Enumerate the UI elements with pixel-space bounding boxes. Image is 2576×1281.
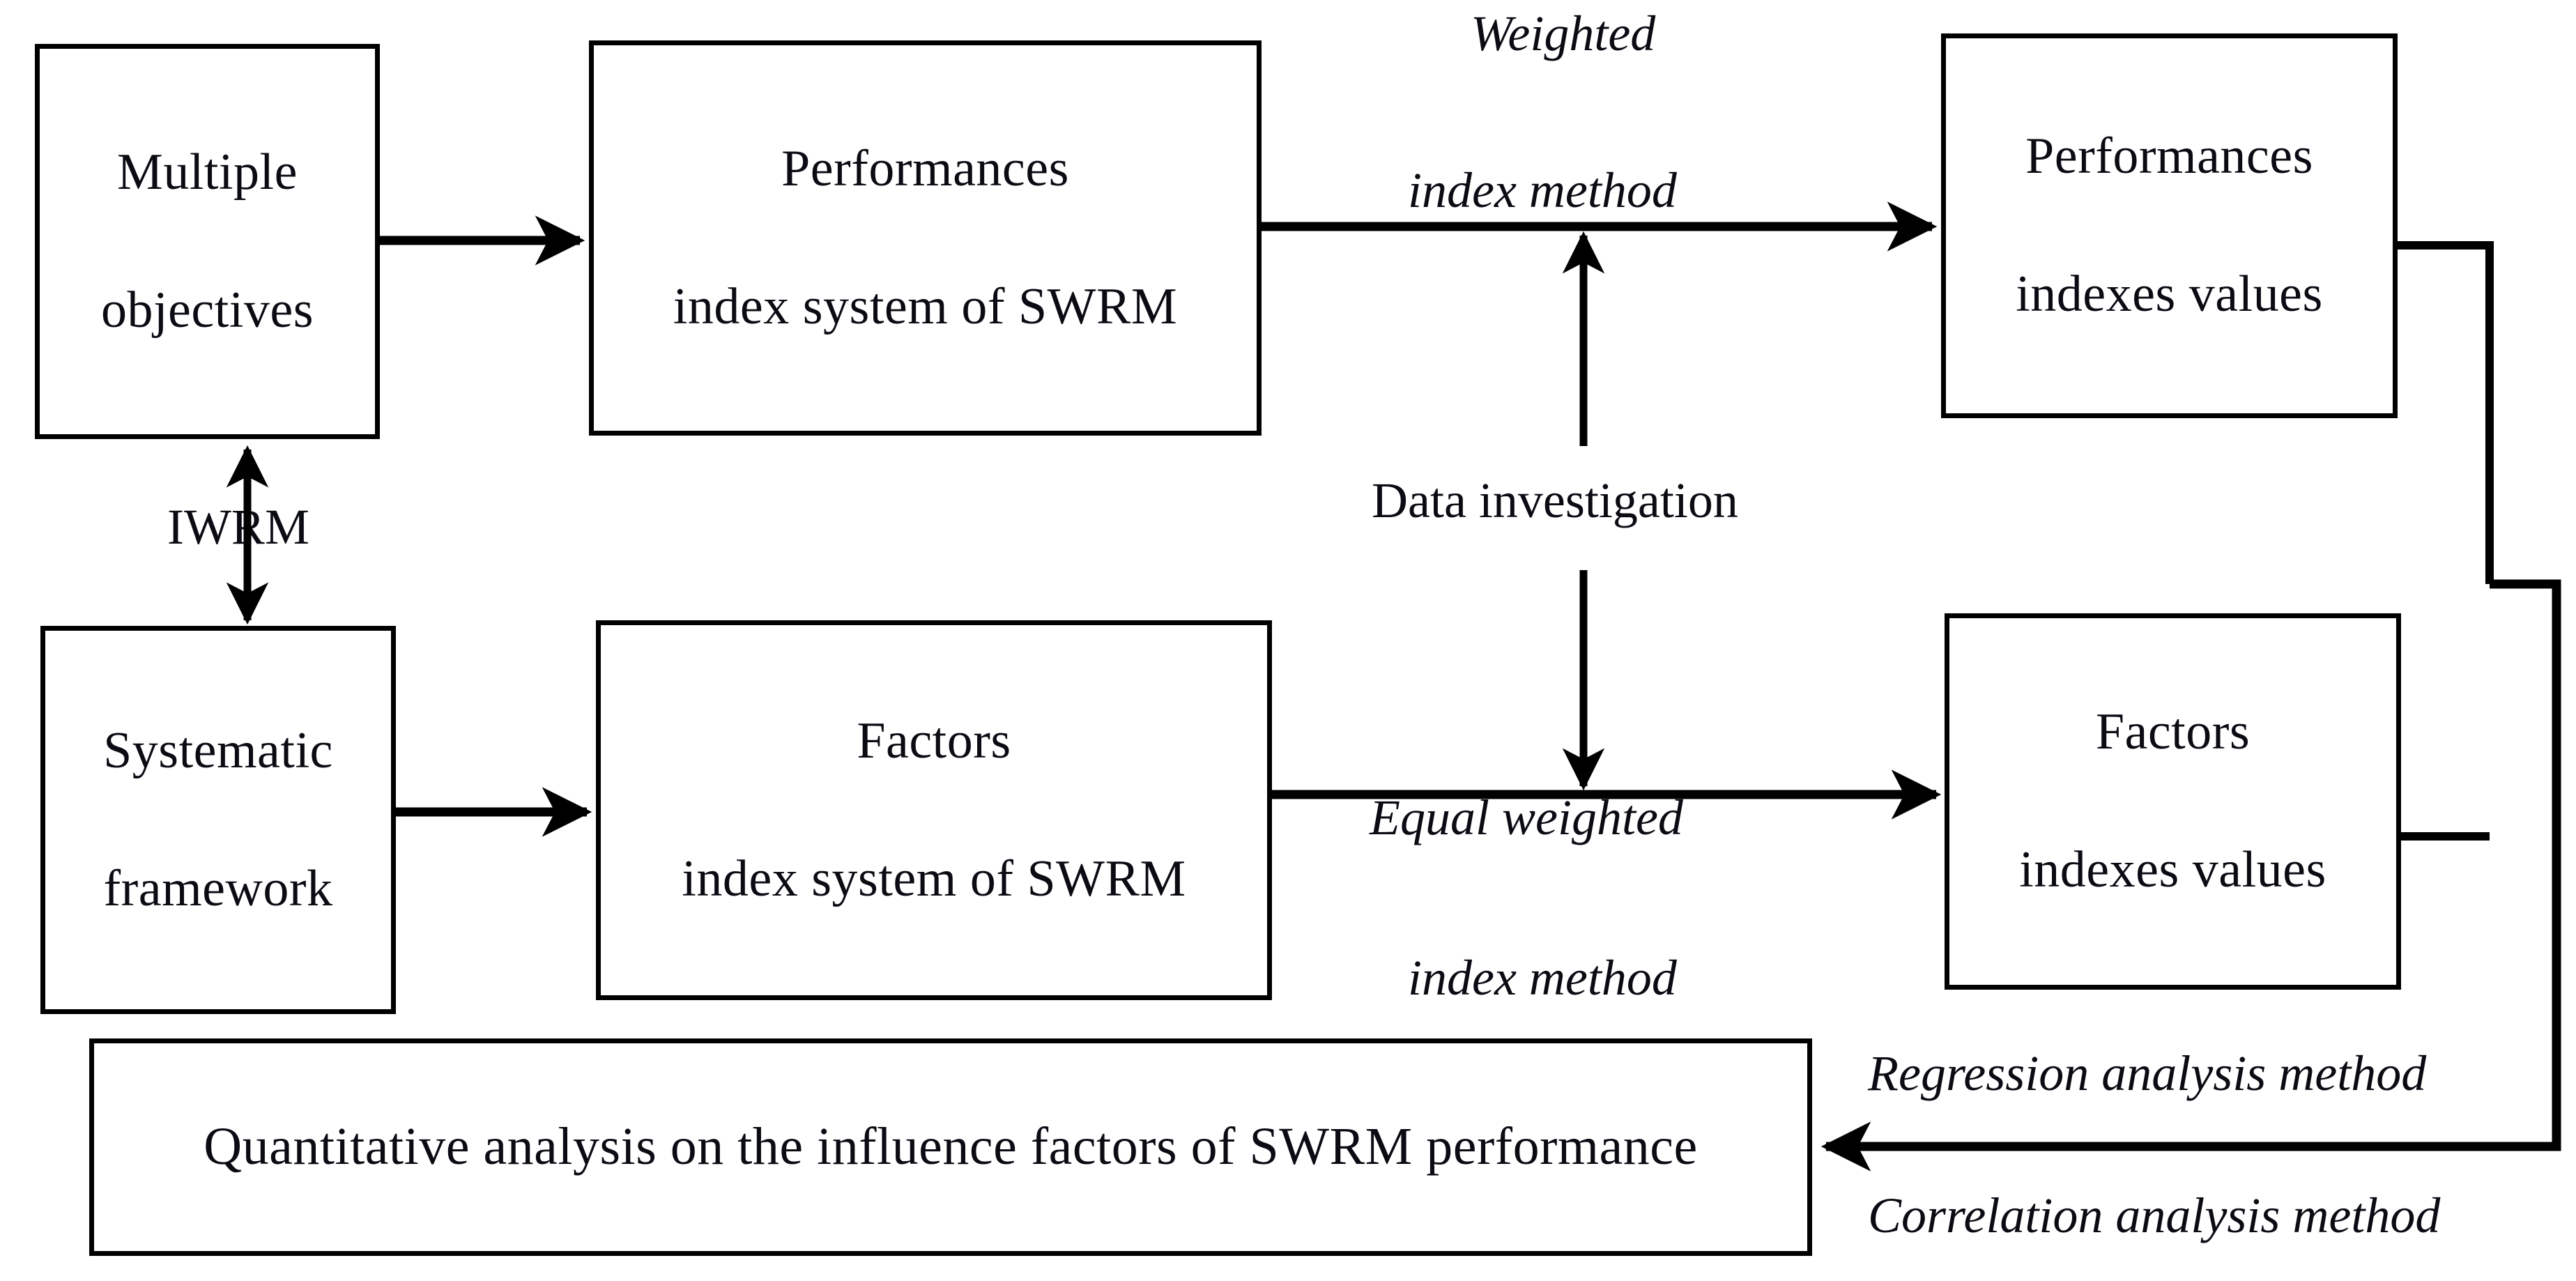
- node-factors-indexes-values-line2: indexes values: [2019, 841, 2326, 898]
- node-systematic-framework: Systematic framework: [40, 626, 396, 1014]
- edge-label-weighted-index-method-line1: Weighted: [1471, 6, 1656, 61]
- node-multiple-objectives-line2: objectives: [100, 281, 314, 339]
- edge-label-data-investigation: Data investigation: [1372, 473, 1738, 528]
- node-factors-index-system-line1: Factors: [857, 712, 1011, 769]
- node-performance-indexes-values-line1: Performances: [2025, 128, 2313, 185]
- node-performance-index-system-line2: index system of SWRM: [673, 277, 1178, 335]
- node-performance-index-system-line1: Performances: [781, 139, 1069, 197]
- node-factors-index-system: Factors index system of SWRM: [596, 620, 1272, 1000]
- node-factors-indexes-values: Factors indexes values: [1945, 613, 2401, 990]
- node-performance-indexes-values-line2: indexes values: [2016, 266, 2323, 323]
- node-performance-indexes-values: Performances indexes values: [1941, 33, 2398, 418]
- node-factors-index-system-line2: index system of SWRM: [682, 850, 1186, 907]
- node-performance-index-system: Performances index system of SWRM: [589, 40, 1262, 436]
- node-systematic-framework-line1: Systematic: [103, 721, 333, 779]
- node-quantitative-analysis: Quantitative analysis on the influence f…: [89, 1038, 1812, 1256]
- edge-label-equal-weighted-line2: index method: [1408, 950, 1677, 1006]
- edge-label-weighted-index-method-line2: index method: [1408, 162, 1677, 218]
- edge-label-equal-weighted-line1: Equal weighted: [1370, 790, 1683, 845]
- edge-label-iwrm: IWRM: [167, 499, 309, 555]
- connector-performance-values-to-bus: [2398, 241, 2494, 584]
- edge-label-regression-analysis-method: Regression analysis method: [1868, 1045, 2427, 1101]
- node-quantitative-analysis-line1: Quantitative analysis on the influence f…: [204, 1117, 1698, 1176]
- node-multiple-objectives-line1: Multiple: [117, 143, 298, 201]
- node-multiple-objectives: Multiple objectives: [35, 44, 380, 439]
- edge-label-correlation-analysis-method: Correlation analysis method: [1868, 1188, 2441, 1243]
- node-systematic-framework-line2: framework: [103, 859, 333, 917]
- node-factors-indexes-values-line1: Factors: [2095, 703, 2251, 761]
